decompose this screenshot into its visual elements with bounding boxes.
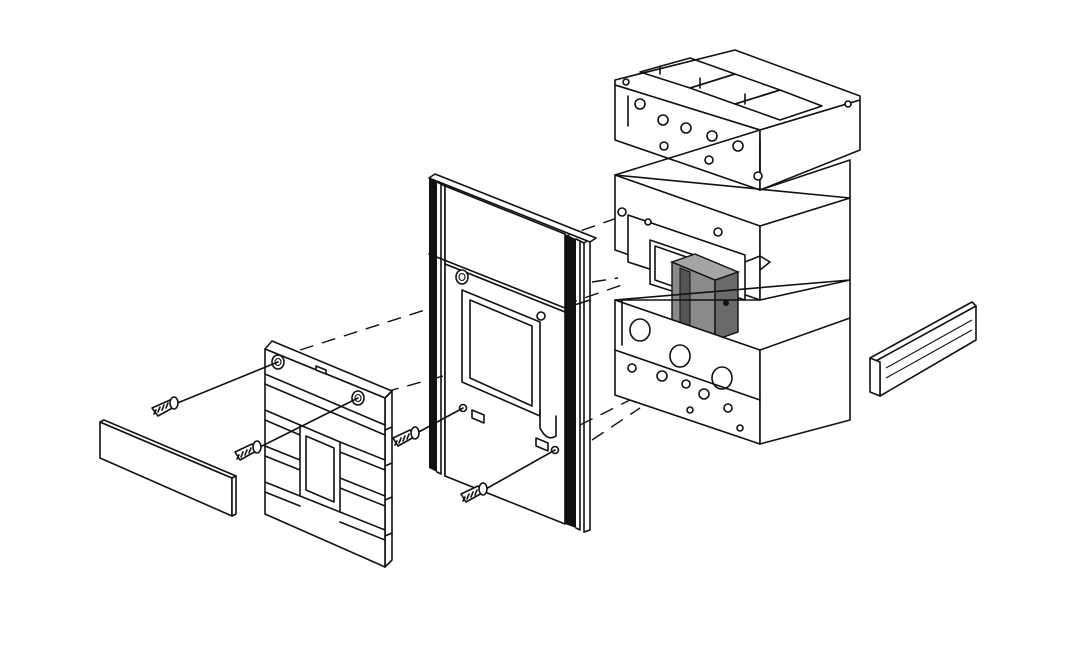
screw-icon xyxy=(151,361,279,417)
mounting-screws xyxy=(151,361,556,503)
breaker-top-terminals xyxy=(614,49,861,191)
operating-handle xyxy=(670,253,740,342)
circuit-breaker-body xyxy=(614,49,861,445)
screw-icon xyxy=(460,449,556,503)
front-escutcheon-plate xyxy=(264,340,393,568)
breaker-bottom-terminals xyxy=(614,279,851,445)
screw-icon xyxy=(234,397,359,461)
fin-stack-left xyxy=(429,178,446,477)
terminal-cover-right xyxy=(869,301,977,397)
fin-stack-right xyxy=(565,234,591,533)
door-frame-cover xyxy=(428,173,597,533)
screw-icon xyxy=(392,407,464,447)
terminal-cover-left xyxy=(99,419,237,517)
